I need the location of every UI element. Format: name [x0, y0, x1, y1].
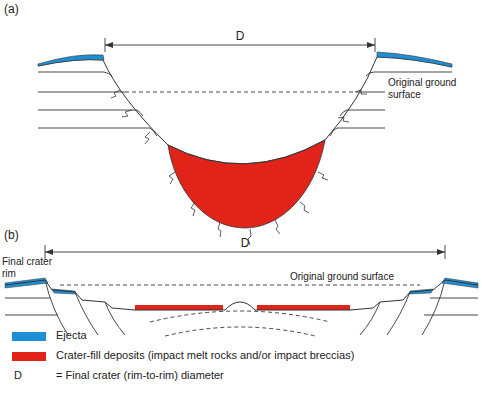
crater-fill [168, 140, 325, 228]
stratum-line [38, 110, 143, 116]
fracture [318, 172, 328, 180]
complex-crater [5, 245, 478, 336]
legend-swatch [12, 352, 46, 361]
arrow-head [367, 42, 375, 48]
arrow-head [45, 249, 53, 255]
fracture [122, 110, 132, 117]
stratum-line [430, 298, 478, 299]
fault-line [45, 280, 68, 335]
legend-text: Crater-fill deposits (impact melt rocks … [56, 349, 476, 362]
stratum-line [5, 298, 50, 299]
annotation: Final crater rim [2, 256, 54, 280]
fracture [218, 222, 221, 237]
fracture [191, 202, 195, 216]
fracture [355, 90, 367, 94]
arrow-head [105, 42, 113, 48]
stratum-line [38, 92, 125, 93]
fracture [111, 90, 120, 98]
fracture [300, 202, 309, 213]
fault-line [422, 280, 445, 335]
ejecta [5, 278, 48, 288]
arrow-head [437, 249, 445, 255]
stratum-line [358, 92, 385, 93]
stratum-line [366, 72, 452, 76]
ejecta [377, 52, 452, 67]
stratum-line [38, 72, 112, 76]
uplift-line [150, 311, 330, 322]
dimension-line [105, 45, 375, 46]
fracture [338, 117, 349, 122]
ejecta [442, 278, 478, 288]
legend-symbol: D [14, 369, 44, 382]
stratum-line [5, 315, 58, 316]
fault-line [360, 302, 380, 335]
fractures [111, 90, 367, 245]
fracture [275, 220, 280, 234]
fracture [145, 132, 150, 144]
crater-profile [5, 280, 478, 310]
legend-swatch [12, 332, 46, 341]
stratum-line [38, 128, 157, 136]
fault-line [105, 302, 125, 335]
annotation: Original ground surface [290, 271, 430, 283]
original-ground-line [125, 92, 358, 93]
legend-text: Ejecta [56, 329, 476, 342]
annotation: Original ground surface [388, 77, 478, 101]
crater-fill [257, 305, 350, 310]
stratum-line [330, 128, 385, 136]
ejecta [38, 55, 104, 66]
fracture [169, 172, 175, 184]
uplift-line [165, 327, 315, 336]
crater-fill [135, 305, 223, 310]
dimension-label: D [225, 29, 255, 43]
panel-label: (b) [4, 228, 44, 242]
panel-label: (a) [4, 2, 44, 16]
dimension-line [45, 252, 445, 253]
original-ground-line [60, 285, 420, 286]
dimension-label: D [230, 236, 260, 250]
stratum-line [424, 315, 478, 316]
fault-line [75, 292, 98, 335]
crater-outline [103, 57, 377, 164]
fault-line [387, 292, 410, 335]
legend-text: = Final crater (rim-to-rim) diameter [56, 369, 476, 382]
